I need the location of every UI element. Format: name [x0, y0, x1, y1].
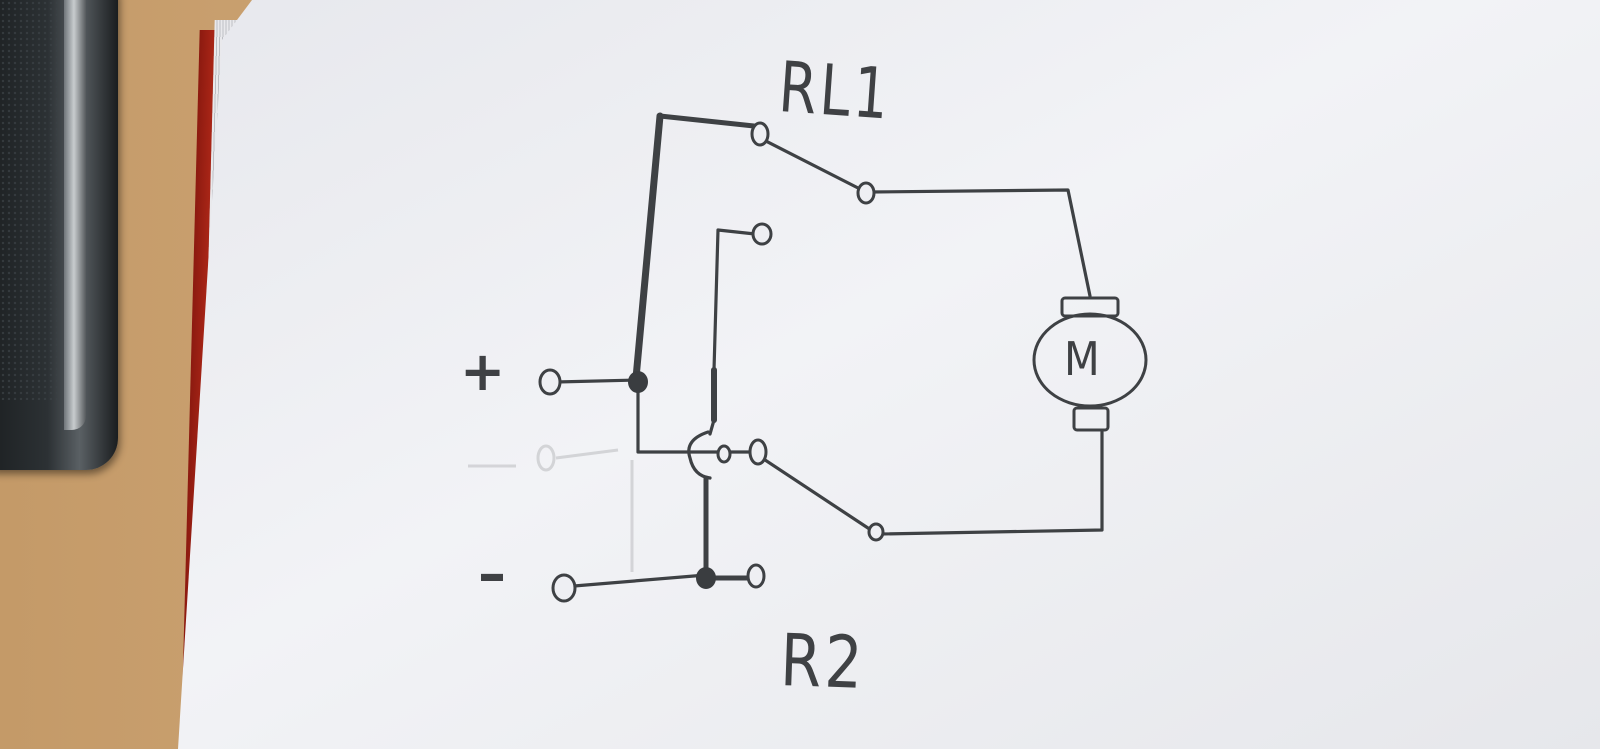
motor-label: M [1064, 332, 1104, 386]
negative-terminal [551, 573, 577, 603]
erased-marks [468, 444, 634, 572]
positive-terminal-label: + [460, 340, 510, 403]
relay1-contact-no [751, 222, 773, 246]
phone-case-pattern [0, 0, 58, 400]
relay2-contact-inner [716, 444, 732, 464]
relay2-switch-arm [760, 456, 876, 534]
motor-body [1032, 312, 1148, 408]
motor-bottom-brush [1072, 406, 1110, 432]
positive-terminal [538, 368, 562, 396]
relay1-no-wire-end [708, 418, 716, 436]
relay2-label: R2 [779, 618, 868, 705]
relay1-common-contact [856, 181, 876, 205]
smartphone [0, 0, 118, 470]
relay1-label: RL1 [776, 46, 895, 136]
relay1-nc-wire [657, 113, 757, 129]
relay1-contact-nc [750, 121, 770, 147]
relay2-common-contact [867, 522, 885, 542]
wire-crossover-hop [687, 430, 712, 480]
phone-edge-highlight [64, 0, 86, 430]
negative-terminal-wire [572, 573, 708, 588]
positive-terminal-wire [554, 378, 640, 384]
relay2-contact-no [748, 438, 768, 466]
paper-sheet [178, 0, 1600, 749]
motor-top-wire [868, 188, 1092, 298]
motor-bottom-wire [878, 430, 1104, 536]
positive-to-relay2-wire [636, 378, 692, 454]
motor-top-brush [1060, 296, 1120, 318]
motor-symbol [1032, 296, 1148, 432]
relay1-switch-arm [758, 136, 864, 192]
relay2-contact-nc [746, 563, 766, 589]
positive-junction-node [628, 371, 648, 393]
negative-terminal-label: – [478, 542, 510, 607]
negative-junction-node [696, 567, 716, 589]
positive-rail-wire [632, 112, 664, 382]
